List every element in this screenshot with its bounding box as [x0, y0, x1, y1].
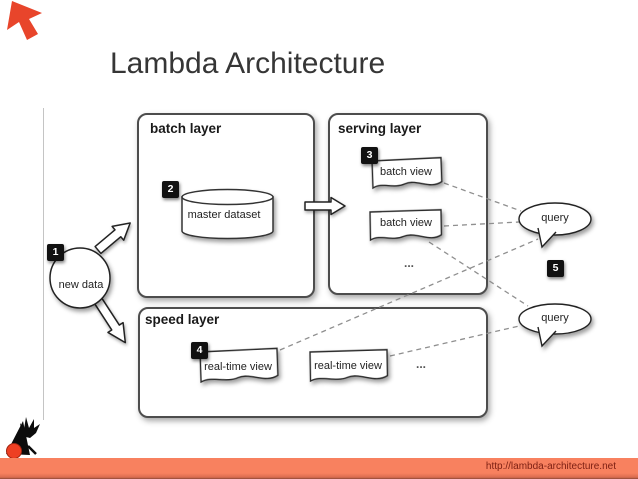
red-corner-mark-shape — [7, 1, 42, 40]
speed-more-label: ... — [415, 357, 427, 371]
query-2-tail — [537, 326, 557, 348]
logo-leg-shape — [27, 445, 37, 455]
arrow-newdata-to-speed-icon — [92, 295, 127, 344]
footer-bar — [0, 458, 638, 479]
step-badge-2: 2 — [162, 181, 179, 198]
batch-view-2-label: batch view — [380, 217, 432, 229]
real-time-view-2-label: real-time view — [314, 360, 382, 372]
logo-red-ball — [6, 443, 22, 459]
master-dataset-label: master dataset — [187, 209, 261, 221]
left-divider-line — [43, 108, 44, 420]
step-badge-1: 1 — [47, 244, 64, 261]
batch-layer-label: batch layer — [150, 121, 222, 136]
step-badge-4: 4 — [191, 342, 208, 359]
slide-title: Lambda Architecture — [110, 47, 386, 80]
batch-layer-box — [137, 113, 315, 298]
serving-more-label: ... — [403, 256, 415, 270]
arrow-newdata-to-batch-icon — [94, 222, 131, 255]
footer-url[interactable]: http://lambda-architecture.net — [485, 461, 616, 472]
batch-view-1-label: batch view — [380, 166, 432, 178]
query-bubble-2 — [518, 303, 592, 348]
new-data-label: new data — [58, 279, 104, 291]
real-time-view-1-label: real-time view — [204, 361, 272, 373]
step-badge-5: 5 — [547, 260, 564, 277]
speed-layer-label: speed layer — [145, 312, 220, 327]
logo-hand-shape — [20, 417, 40, 438]
lambda-hand-logo-icon — [6, 417, 40, 459]
query-1-label: query — [541, 212, 569, 224]
query-2-label: query — [541, 312, 569, 324]
red-corner-mark-icon — [7, 1, 42, 40]
step-badge-3: 3 — [361, 147, 378, 164]
query-1-tail — [537, 227, 557, 249]
serving-layer-label: serving layer — [338, 121, 422, 136]
query-bubble-1 — [518, 202, 592, 249]
